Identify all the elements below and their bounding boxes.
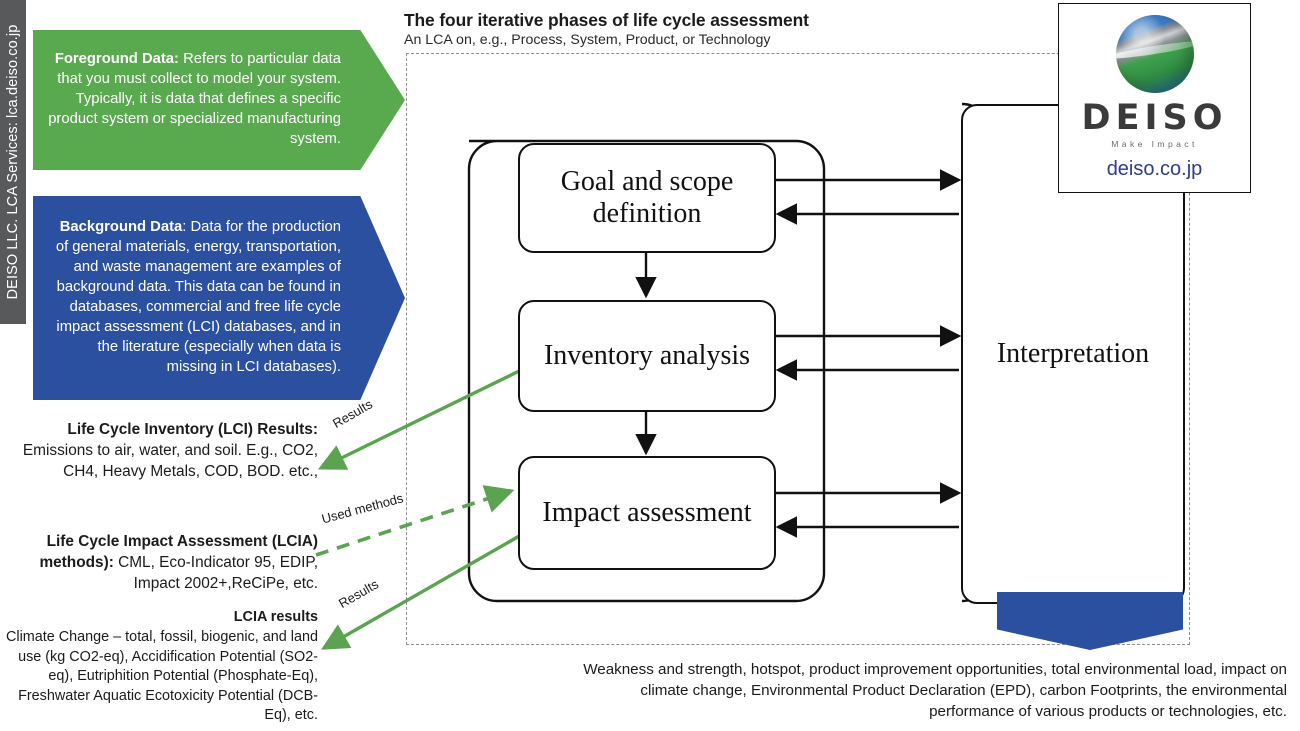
lcia-results-title: LCIA results [233, 609, 318, 625]
label-results-lcia: Results [336, 576, 382, 611]
phases-outer-container [467, 139, 826, 603]
system-boundary-frame [406, 53, 1190, 645]
deiso-logo-card[interactable]: DEISO Make Impact deiso.co.jp [1058, 3, 1251, 193]
phase-label-interpretation: Interpretation [996, 337, 1150, 369]
lci-results-body: Emissions to air, water, and soil. E.g.,… [22, 441, 318, 480]
background-data-body: : Data for the production of general mat… [55, 219, 341, 375]
phase-box-impact-assessment[interactable]: Impact assessment [518, 456, 776, 570]
foreground-data-banner: Foreground Data: Refers to particular da… [33, 30, 405, 170]
background-data-title: Background Data [59, 219, 183, 236]
lci-results-caption: Life Cycle Inventory (LCI) Results: Emis… [0, 420, 318, 482]
brand-sidebar: DEISO LLC. LCA Services: lca.deiso.co.jp [0, 0, 26, 324]
brand-sidebar-label: DEISO LLC. LCA Services: lca.deiso.co.jp [5, 24, 21, 300]
green-arrow-results-lcia [321, 513, 557, 650]
page-title: The four iterative phases of life cycle … [404, 10, 809, 30]
diagram-connectors [315, 102, 992, 650]
lcia-methods-caption: Life Cycle Impact Assessment (LCIA) meth… [0, 532, 318, 594]
foreground-data-title: Foreground Data: [54, 51, 179, 68]
lcia-results-body: Climate Change – total, fossil, biogenic… [6, 629, 318, 724]
phase-label-goal: Goal and scope definition [560, 165, 734, 229]
green-arrow-results-lci [317, 351, 557, 470]
foreground-data-body: Refers to particular data that you must … [48, 51, 341, 147]
page-subtitle: An LCA on, e.g., Process, System, Produc… [404, 32, 771, 48]
lcia-methods-body: CML, Eco-Indicator 95, EDIP, Impact 2002… [113, 553, 318, 592]
phase-label-inventory: Inventory analysis [543, 339, 751, 371]
deiso-tagline: Make Impact [1111, 139, 1198, 149]
phase-box-goal-and-scope[interactable]: Goal and scope definition [518, 143, 776, 253]
label-used-methods: Used methods [320, 490, 405, 527]
background-data-banner: Background Data: Data for the production… [33, 196, 405, 400]
globe-icon [1115, 15, 1194, 93]
phase-box-inventory-analysis[interactable]: Inventory analysis [518, 300, 776, 412]
label-results-lci: Results [330, 396, 376, 431]
phase-label-impact: Impact assessment [542, 496, 752, 528]
lci-results-title: Life Cycle Inventory (LCI) Results: [67, 421, 318, 438]
footer-description: Weakness and strength, hotspot, product … [583, 661, 1287, 720]
green-arrow-used-methods [315, 485, 515, 557]
lcia-methods-title: Life Cycle Impact Assessment (LCIA) meth… [39, 533, 318, 571]
deiso-wordmark: DEISO [1081, 98, 1228, 138]
deiso-url[interactable]: deiso.co.jp [1106, 158, 1203, 180]
